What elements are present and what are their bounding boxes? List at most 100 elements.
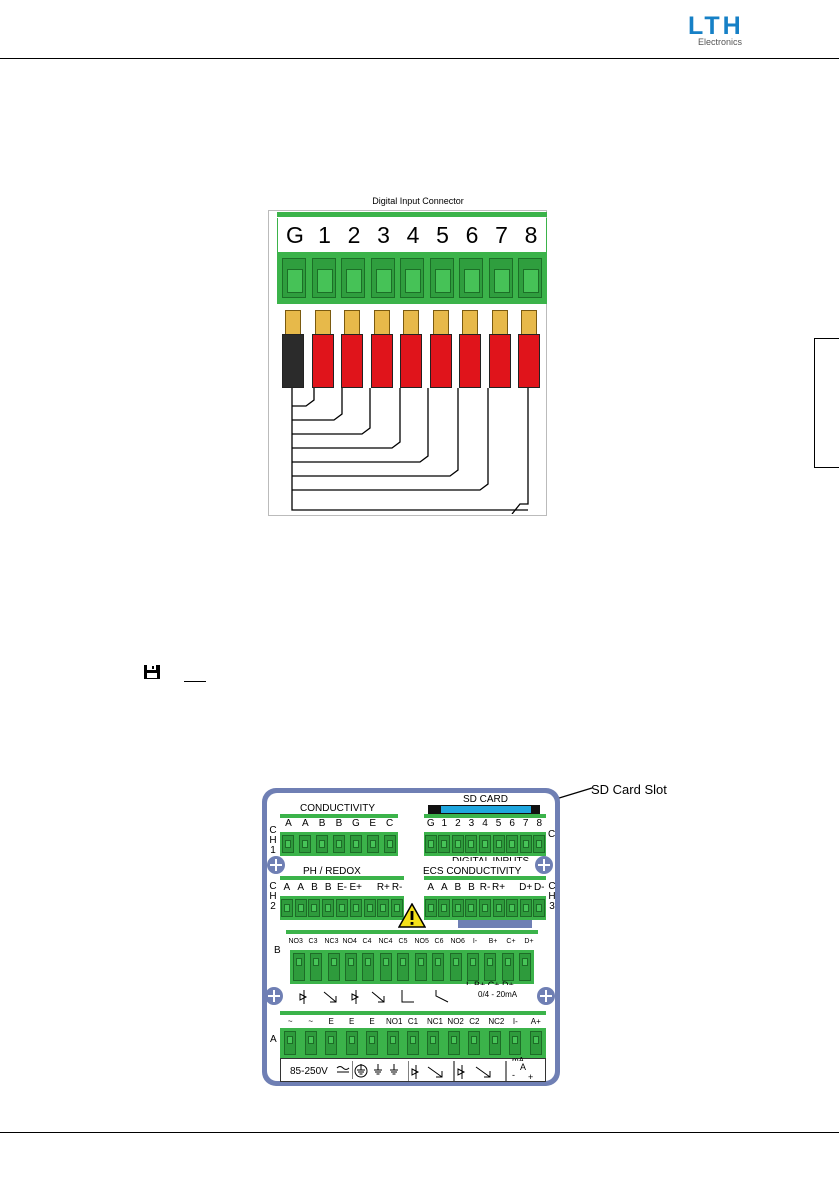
- terminal-label: A: [297, 882, 304, 893]
- digital-inputs-strip-top: [424, 814, 546, 818]
- channel-c-label: C: [548, 829, 556, 840]
- relay-symbols: [299, 990, 449, 1004]
- terminal-screw: [363, 899, 376, 917]
- terminal-screw: [438, 899, 451, 917]
- terminal-screw: [366, 1031, 379, 1055]
- terminal-screw: [366, 835, 379, 853]
- pin-label: 2: [347, 222, 361, 248]
- company-logo: LTH Electronics: [688, 12, 758, 48]
- terminal-label: 1: [441, 818, 448, 829]
- terminal-screw: [349, 899, 362, 917]
- terminal-label: NC2: [488, 1017, 505, 1026]
- terminal-screw: [304, 1031, 317, 1055]
- ecs-terminal-block: [424, 896, 546, 920]
- terminal-screw: [451, 835, 464, 853]
- terminal-screw: [341, 258, 365, 298]
- output-a-label: A: [520, 1062, 527, 1072]
- terminal-label: A+: [530, 1017, 541, 1026]
- terminal-label: NO3: [288, 938, 303, 945]
- terminal-label: NO5: [414, 938, 429, 945]
- terminal-screw: [519, 835, 532, 853]
- terminal-label: E: [348, 1017, 355, 1026]
- screw-icon: [537, 987, 555, 1005]
- ground-icon: [352, 1061, 398, 1079]
- terminal-label: G: [426, 818, 435, 829]
- pin-label: 7: [495, 222, 508, 248]
- terminal-label: D-: [533, 882, 545, 893]
- terminal-screw: [377, 899, 390, 917]
- terminal-screw: [383, 835, 396, 853]
- terminal-label: A: [301, 818, 309, 829]
- terminal-label: D+: [524, 938, 534, 945]
- terminal-label: 8: [536, 818, 542, 829]
- terminal-label: I-: [472, 938, 478, 945]
- terminal-screw: [379, 953, 392, 981]
- connector-top-bar: [277, 212, 547, 217]
- terminal-screw: [325, 1031, 338, 1055]
- terminal-label: B: [335, 818, 343, 829]
- terminal-label: A: [427, 882, 435, 893]
- terminal-screw: [519, 953, 532, 981]
- logo-text: LTH: [688, 12, 744, 40]
- terminal-label: NC4: [378, 938, 393, 945]
- terminal-screw: [424, 835, 437, 853]
- terminal-screw: [533, 899, 546, 917]
- terminal-label: C+: [506, 938, 516, 945]
- section-tab: [814, 338, 839, 468]
- terminal-screw: [280, 899, 293, 917]
- terminal-label: C: [385, 818, 394, 829]
- current-range-label: 0/4 - 20mA: [478, 990, 518, 999]
- ph-terminal-block: [280, 896, 404, 920]
- terminal-screw: [407, 1031, 419, 1055]
- terminal-screw: [282, 258, 306, 298]
- pin-label: 8: [524, 222, 538, 248]
- wiring-diagram: [291, 388, 529, 514]
- terminal-label: A: [283, 882, 291, 893]
- row-b-terminal-block: [290, 950, 534, 984]
- row-a-strip-top: [280, 1011, 546, 1015]
- supply-voltage-label: 85-250V: [290, 1066, 328, 1077]
- terminal-label: E: [328, 1017, 334, 1026]
- terminal-label: C3: [308, 938, 318, 945]
- terminal-screw: [492, 835, 505, 853]
- terminal-label: B+: [488, 938, 498, 945]
- input-wire: [341, 310, 363, 388]
- terminal-label: NO2: [447, 1017, 464, 1026]
- terminal-screw: [492, 899, 505, 917]
- terminal-screw: [345, 1031, 358, 1055]
- terminal-label: B: [454, 882, 462, 893]
- terminal-label: I-: [512, 1017, 518, 1026]
- terminal-screw: [488, 1031, 501, 1055]
- terminal-screw: [519, 899, 532, 917]
- terminal-screw: [310, 953, 323, 981]
- pin-label: 1: [318, 222, 331, 248]
- input-wire: [518, 310, 540, 388]
- terminal-label: NO6: [450, 938, 465, 945]
- floppy-disk-icon: [144, 665, 160, 679]
- ground-wire: [282, 310, 304, 388]
- terminal-screw: [468, 1031, 481, 1055]
- terminal-screw: [349, 835, 362, 853]
- terminal-label: 3: [468, 818, 475, 829]
- terminal-screw: [509, 1031, 522, 1055]
- terminal-screw: [501, 953, 514, 981]
- terminal-screw: [432, 953, 445, 981]
- terminal-screw: [529, 1031, 542, 1055]
- screw-icon: [535, 856, 553, 874]
- wire-set: [277, 310, 547, 390]
- terminal-label: C1: [407, 1017, 419, 1026]
- terminal-screw: [506, 835, 519, 853]
- terminal-label: 2: [455, 818, 461, 829]
- input-wire: [459, 310, 481, 388]
- terminal-label: B: [318, 818, 326, 829]
- terminal-screw: [451, 899, 464, 917]
- reference-link[interactable]: [184, 681, 206, 682]
- terminal-screw: [316, 835, 329, 853]
- terminal-label: R+: [492, 882, 506, 893]
